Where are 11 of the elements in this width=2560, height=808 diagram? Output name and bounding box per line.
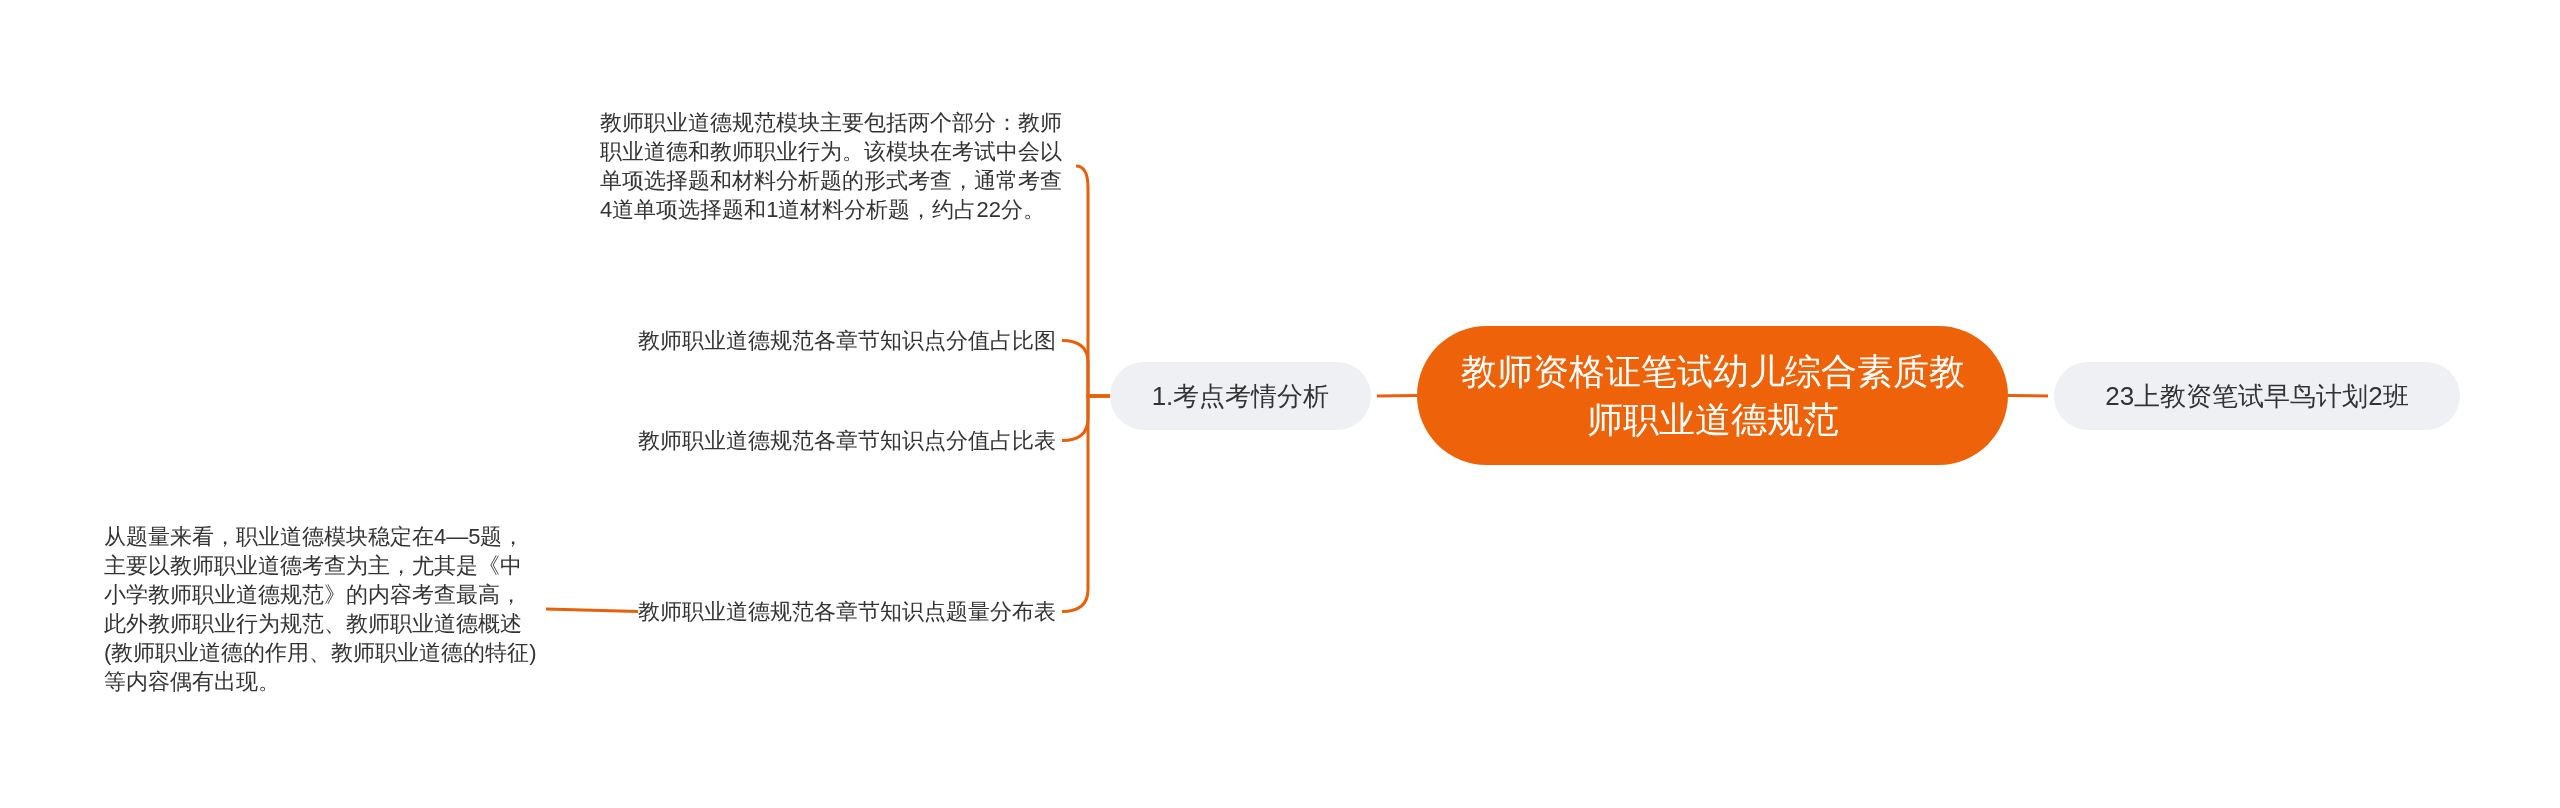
topic-box: 1.考点考情分析 <box>1110 362 1371 430</box>
topic-text: 教师职业道德规范各章节知识点题量分布表 <box>638 597 1056 626</box>
topic-text: 从题量来看，职业道德模块稳定在4—5题，主要以教师职业道德考查为主，尤其是《中小学教师职业道德规范》的内容考查最高，此外教师职业行为规范、教师职业道德概述(教师职业道德的作用、教师职业道德的特征)等内容偶有出现。 <box>104 522 540 696</box>
connector-line <box>1376 394 1418 398</box>
connector-line <box>545 607 639 613</box>
central-topic-box: 教师资格证笔试幼儿综合素质教师职业道德规范 <box>1417 326 2008 465</box>
topic-box: 23上教资笔试早鸟计划2班 <box>2054 362 2460 430</box>
topic-text: 教师职业道德规范模块主要包括两个部分：教师职业道德和教师职业行为。该模块在考试中会以单项选择题和材料分析题的形式考查，通常考查4道单项选择题和1道材料分析题，约占22分。 <box>600 108 1070 224</box>
topic-text: 教师职业道德规范各章节知识点分值占比表 <box>638 426 1056 455</box>
topic-text: 教师职业道德规范各章节知识点分值占比图 <box>638 326 1056 355</box>
connector-line <box>2007 394 2049 398</box>
